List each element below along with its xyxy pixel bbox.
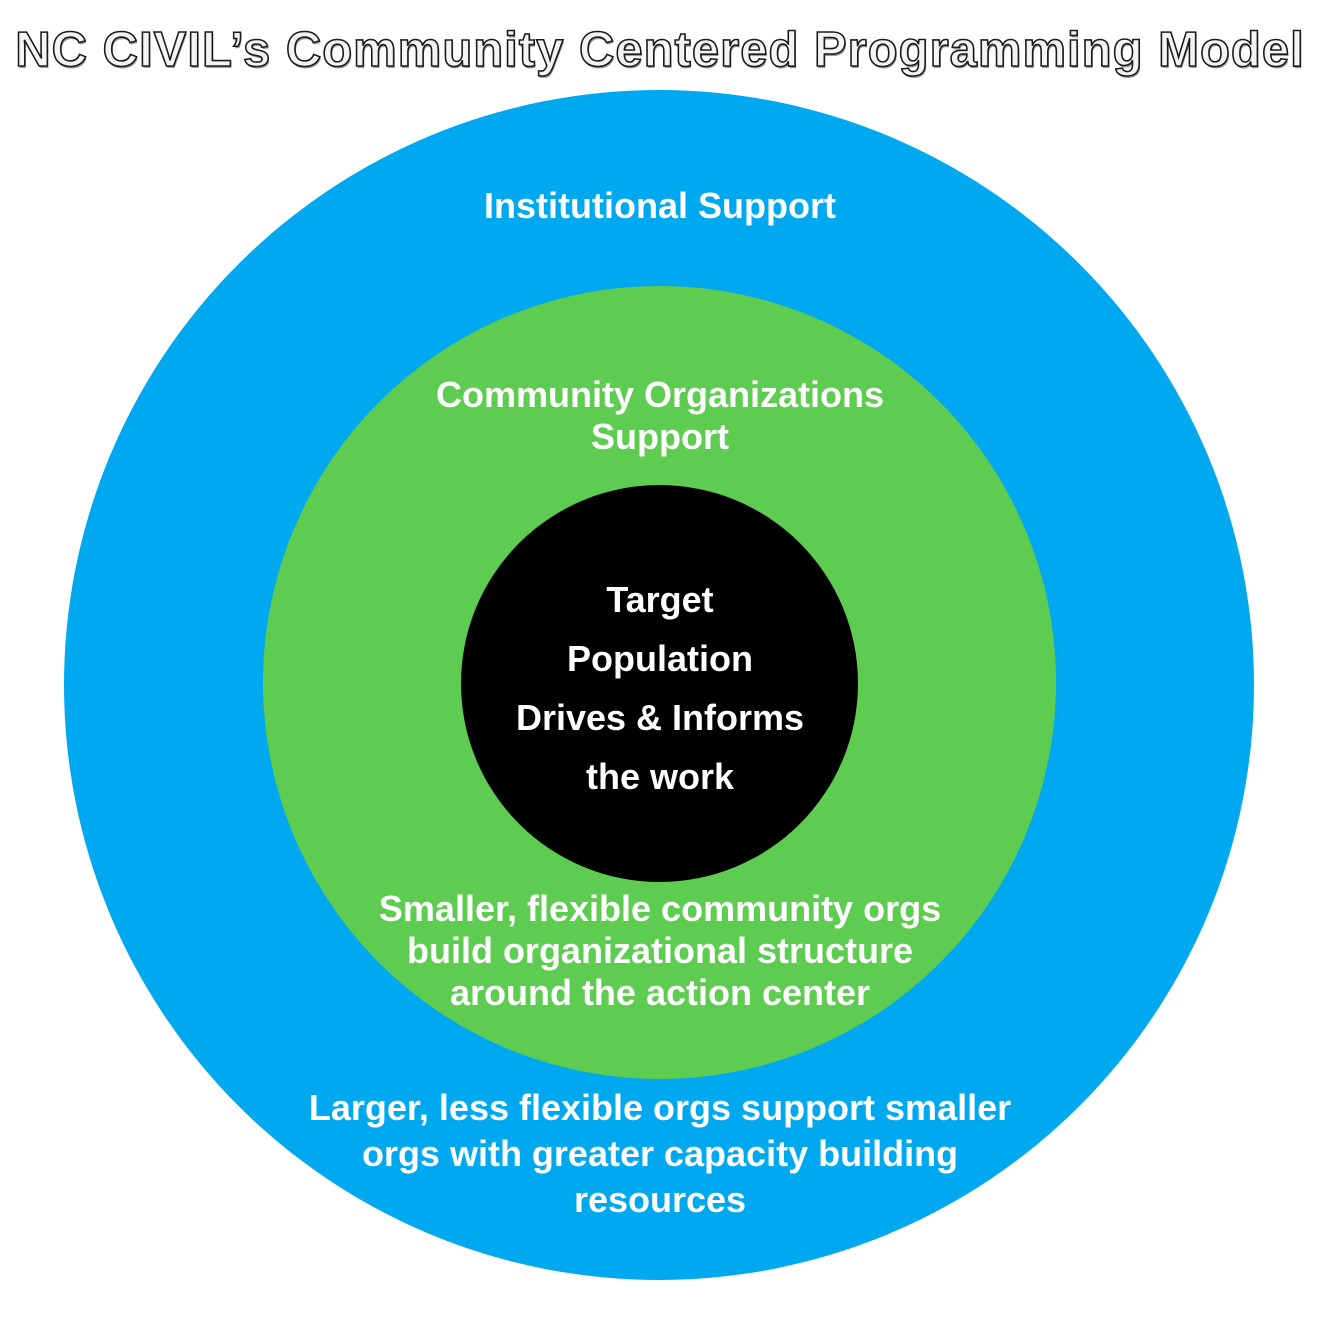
inner-circle-target-population [461,485,858,882]
middle-ring-label: Community Organizations Support [435,374,885,457]
middle-ring-description: Smaller, flexible community orgs build o… [378,888,942,1013]
outer-ring-label: Institutional Support [484,185,836,226]
outer-ring-description: Larger, less flexible orgs support small… [308,1087,1012,1220]
diagram-title: NC CIVIL’s Community Centered Programmin… [14,22,1305,78]
inner-circle-label: Target Population Drives & Informs the w… [515,579,805,797]
